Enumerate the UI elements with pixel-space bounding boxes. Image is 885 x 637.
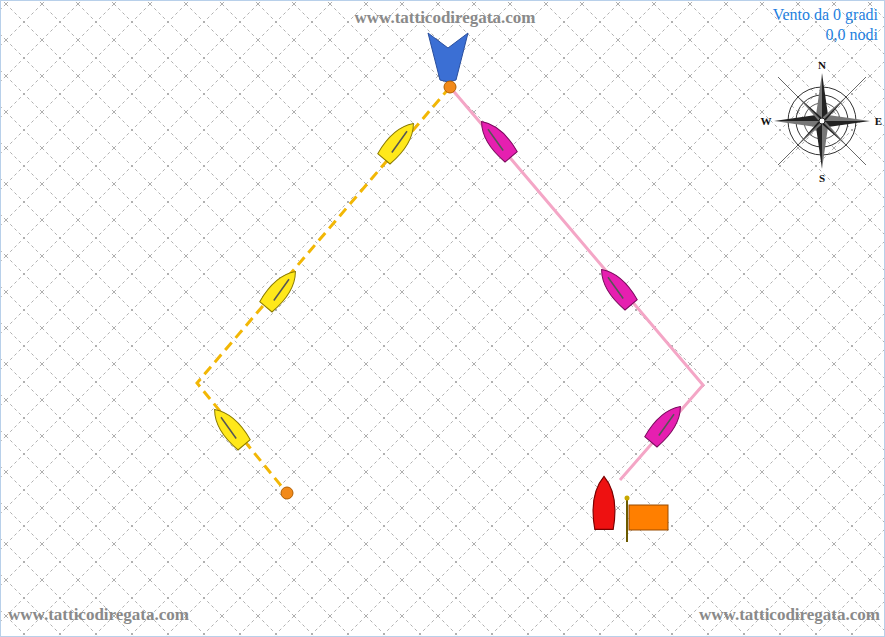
watermark: www.tatticodiregata.com (355, 8, 536, 28)
wind-direction: Vento da 0 gradi (773, 6, 878, 24)
flag-top (625, 496, 630, 501)
start-pin (281, 487, 293, 499)
committee-boat (593, 476, 615, 529)
yellow-boat (259, 266, 303, 313)
wind-speed: 0,0 nodi (826, 26, 878, 44)
yellow-boat (377, 118, 421, 165)
pink-track (450, 87, 703, 480)
compass-letter: N (818, 59, 826, 71)
wind-arrow (428, 33, 468, 82)
compass-letter: E (875, 115, 882, 127)
watermark: www.tatticodiregata.com (8, 605, 189, 625)
mark (444, 81, 456, 93)
watermark: www.tatticodiregata.com (699, 605, 880, 625)
magenta-boat (644, 401, 688, 448)
compass-letter: S (819, 172, 825, 184)
yellow-boat (207, 404, 251, 451)
compass-rose (774, 73, 870, 169)
compass-letter: W (761, 115, 772, 127)
magenta-boat (474, 116, 518, 163)
yellow-track (197, 87, 450, 493)
flag (629, 505, 668, 530)
flag-pole (626, 498, 628, 542)
magenta-boat (594, 264, 638, 311)
